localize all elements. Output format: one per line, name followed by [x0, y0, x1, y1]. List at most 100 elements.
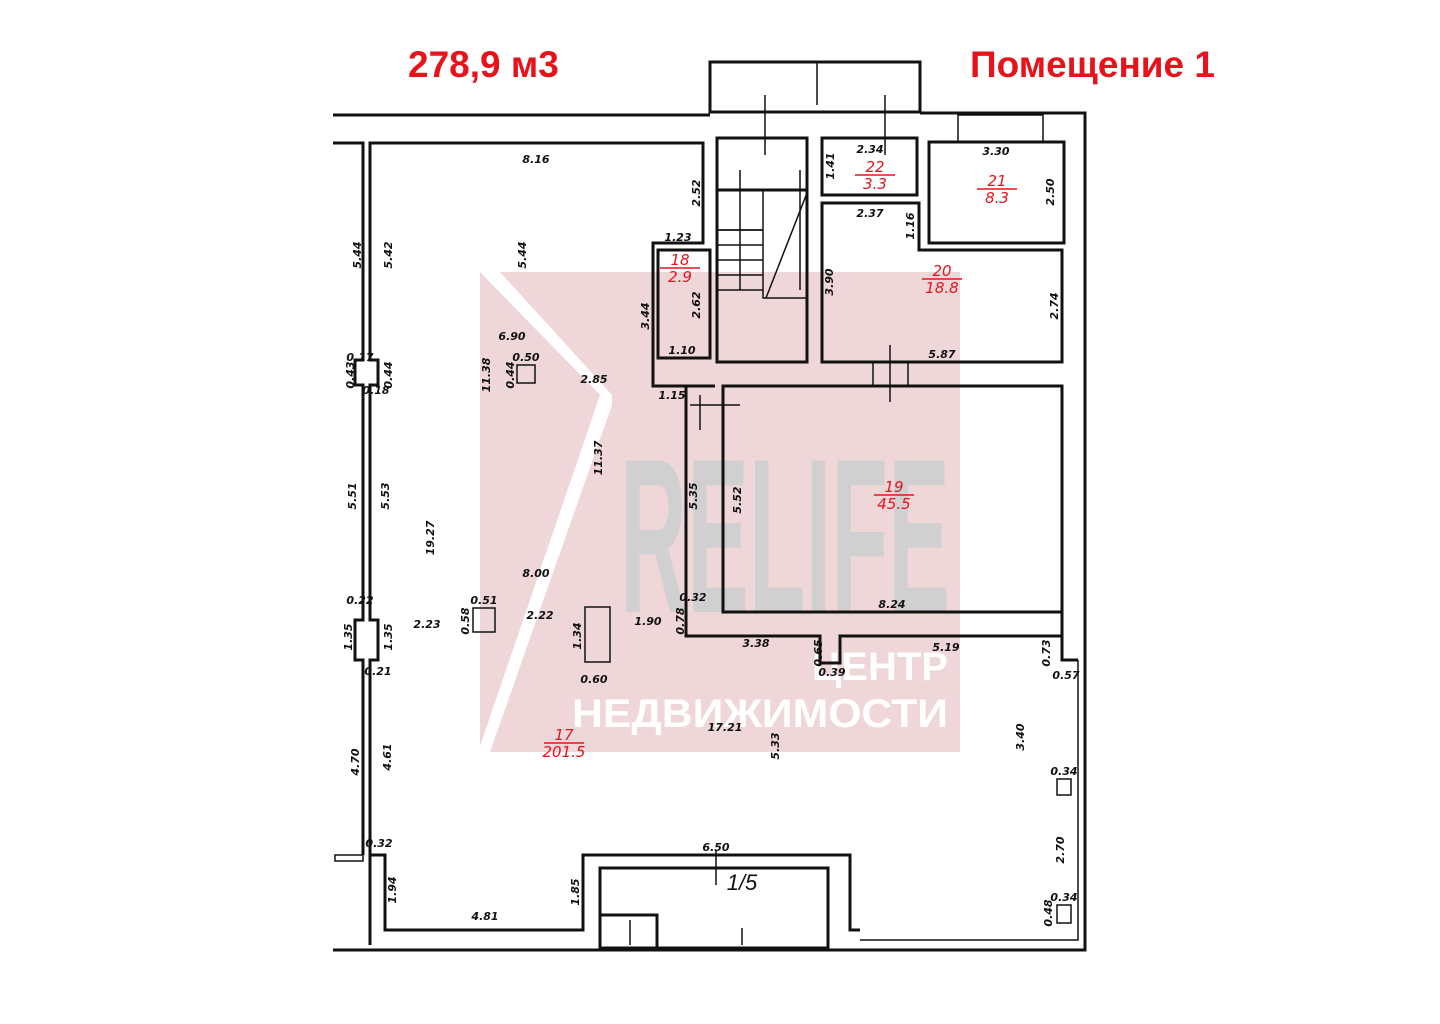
room-number: 17 — [554, 726, 574, 744]
dimension-label: 8.24 — [878, 598, 905, 611]
column — [584, 606, 611, 663]
columns — [472, 364, 1072, 924]
dimension-label: 3.90 — [823, 268, 836, 295]
dimension-label: 2.34 — [856, 143, 883, 156]
column — [516, 364, 536, 384]
premises-title: Помещение 1 — [970, 44, 1215, 85]
dimension-label: 6.50 — [702, 841, 729, 854]
dimension-label: 2.85 — [580, 373, 607, 386]
room-area: 2.9 — [668, 268, 692, 286]
dimension-label: 0.34 — [1050, 765, 1077, 778]
room-label: 218.3 — [977, 172, 1017, 207]
dimension-label: 0.44 — [382, 361, 395, 388]
dimension-label: 17.21 — [708, 721, 743, 734]
dimension-label: 11.38 — [480, 357, 493, 392]
room-number: 18 — [670, 251, 689, 269]
dimension-label: 0.22 — [346, 594, 373, 607]
dimension-label: 0.50 — [512, 351, 539, 364]
dimension-label: 11.37 — [592, 440, 605, 475]
dimension-label: 1.41 — [824, 152, 837, 179]
dimension-label: 5.33 — [769, 732, 782, 759]
dimension-label: 1.35 — [342, 623, 355, 650]
balcony-label: 1/5 — [727, 870, 758, 895]
dimension-label: 5.53 — [379, 482, 392, 509]
column — [1056, 778, 1072, 796]
dimension-label: 2.50 — [1044, 178, 1057, 205]
dimension-label: 19.27 — [424, 520, 437, 555]
dimension-label: 2.62 — [690, 291, 703, 318]
room-number: 20 — [932, 262, 951, 280]
watermark-line1: ЦЕНТР — [812, 645, 948, 689]
dimension-label: 1.23 — [664, 231, 691, 244]
watermark: RELIFE ЦЕНТР НЕДВИЖИМОСТИ — [478, 272, 960, 752]
dimension-label: 1.94 — [386, 876, 399, 903]
walls — [333, 60, 1087, 952]
room-area: 45.5 — [877, 495, 910, 513]
dimension-label: 5.44 — [351, 241, 364, 268]
dimension-label: 5.19 — [932, 641, 959, 654]
dimension-label: 0.39 — [818, 666, 845, 679]
room-number: 22 — [865, 158, 884, 176]
dimension-label: 8.16 — [522, 153, 549, 166]
dimension-label: 0.60 — [580, 673, 607, 686]
dimension-label: 1.34 — [571, 622, 584, 649]
dimension-label: 2.23 — [413, 618, 440, 631]
dimension-label: 2.52 — [690, 179, 703, 206]
dimension-labels: 8.16 2.52 1.23 5.44 5.42 5.44 3.44 2.62 1.10 6.90… — [342, 143, 1080, 927]
column — [1056, 904, 1072, 924]
dimension-label: 0.78 — [674, 607, 687, 634]
dimension-label: 0.21 — [364, 665, 391, 678]
room-area: 18.8 — [925, 279, 958, 297]
dimension-label: 5.52 — [731, 486, 744, 513]
room-label: 182.9 — [660, 251, 700, 286]
watermark-line2: НЕДВИЖИМОСТИ — [572, 692, 948, 736]
dimension-label: 1.85 — [569, 878, 582, 905]
dimension-label: 0.32 — [679, 591, 706, 604]
dimension-label: 5.44 — [516, 241, 529, 268]
room-label: 223.3 — [855, 158, 895, 193]
room-number: 21 — [987, 172, 1006, 190]
dimension-label: 0.17 — [346, 351, 373, 364]
watermark-brand: RELIFE — [620, 413, 950, 659]
dimension-label: 1.15 — [658, 389, 685, 402]
dimension-label: 3.40 — [1014, 723, 1027, 750]
dimension-label: 4.61 — [381, 743, 394, 771]
dimension-label: 0.51 — [470, 594, 497, 607]
room-number: 19 — [884, 478, 903, 496]
dimension-label: 0.73 — [1040, 639, 1053, 666]
dimension-label: 4.81 — [470, 910, 498, 923]
dimension-label: 1.35 — [382, 623, 395, 650]
room-area: 3.3 — [863, 175, 887, 193]
dimension-label: 0.32 — [365, 837, 392, 850]
dimension-label: 1.16 — [904, 212, 917, 239]
dimension-label: 0.65 — [812, 639, 825, 666]
dimension-label: 0.18 — [362, 384, 389, 397]
dimension-label: 3.30 — [982, 145, 1009, 158]
dimension-label: 0.58 — [459, 607, 472, 634]
dimension-label: 0.34 — [1050, 891, 1077, 904]
dimension-label: 2.37 — [856, 207, 883, 220]
volume-label: 278,9 м3 — [408, 44, 559, 85]
dimension-label: 1.90 — [634, 615, 661, 628]
dimension-label: 0.57 — [1052, 669, 1079, 682]
dimension-label: 1.10 — [668, 344, 695, 357]
dimension-label: 0.44 — [504, 361, 517, 388]
dimension-label: 2.22 — [526, 609, 553, 622]
dimension-label: 0.43 — [344, 361, 357, 388]
room-area: 201.5 — [543, 743, 586, 761]
dimension-label: 3.38 — [742, 637, 769, 650]
dimension-label: 6.90 — [498, 330, 525, 343]
dimension-label: 5.42 — [382, 241, 395, 268]
dimension-label: 5.87 — [928, 348, 955, 361]
dimension-label: 3.44 — [639, 302, 652, 329]
column — [472, 607, 496, 633]
dimension-label: 4.70 — [349, 748, 362, 776]
dimension-label: 8.00 — [522, 567, 549, 580]
dimension-label: 2.70 — [1054, 836, 1067, 863]
dimension-label: 5.51 — [346, 482, 359, 509]
